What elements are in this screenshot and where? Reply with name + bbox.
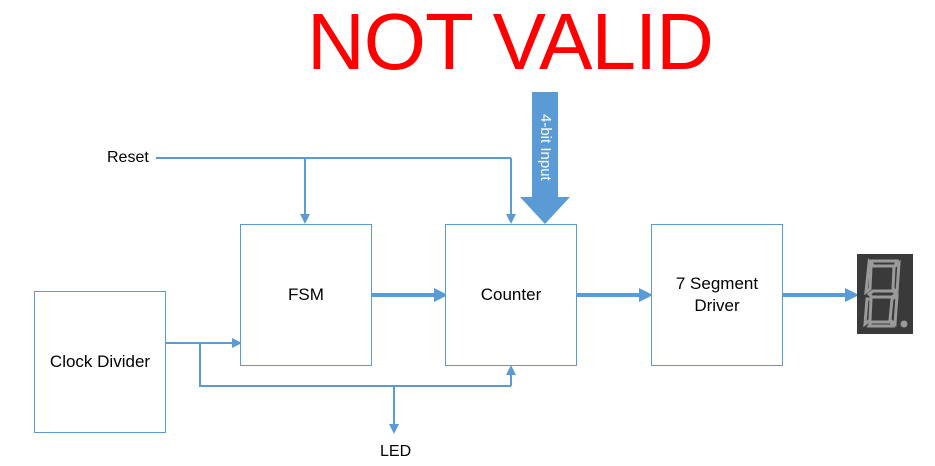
segment-driver-label-line2: Driver xyxy=(694,296,740,315)
counter-block: Counter xyxy=(445,224,577,366)
reset-label: Reset xyxy=(107,149,149,166)
title-watermark: NOT VALID xyxy=(307,0,714,86)
clock-divider-block: Clock Divider xyxy=(34,291,166,433)
input-bus-label: 4-bit Input xyxy=(537,114,554,181)
segment-driver-label-line1: 7 Segment xyxy=(675,274,759,293)
led-label: LED xyxy=(380,443,412,460)
clock-bus xyxy=(199,343,511,387)
fsm-label: FSM xyxy=(288,285,324,304)
seven-segment-display xyxy=(857,254,913,334)
counter-label: Counter xyxy=(480,285,542,304)
segment-driver-block: 7 Segment Driver xyxy=(651,224,783,366)
input-bus-arrow xyxy=(520,92,570,224)
seven-segment-digit-icon xyxy=(863,257,908,328)
fsm-block: FSM xyxy=(240,224,372,366)
clock-divider-label: Clock Divider xyxy=(49,352,151,371)
